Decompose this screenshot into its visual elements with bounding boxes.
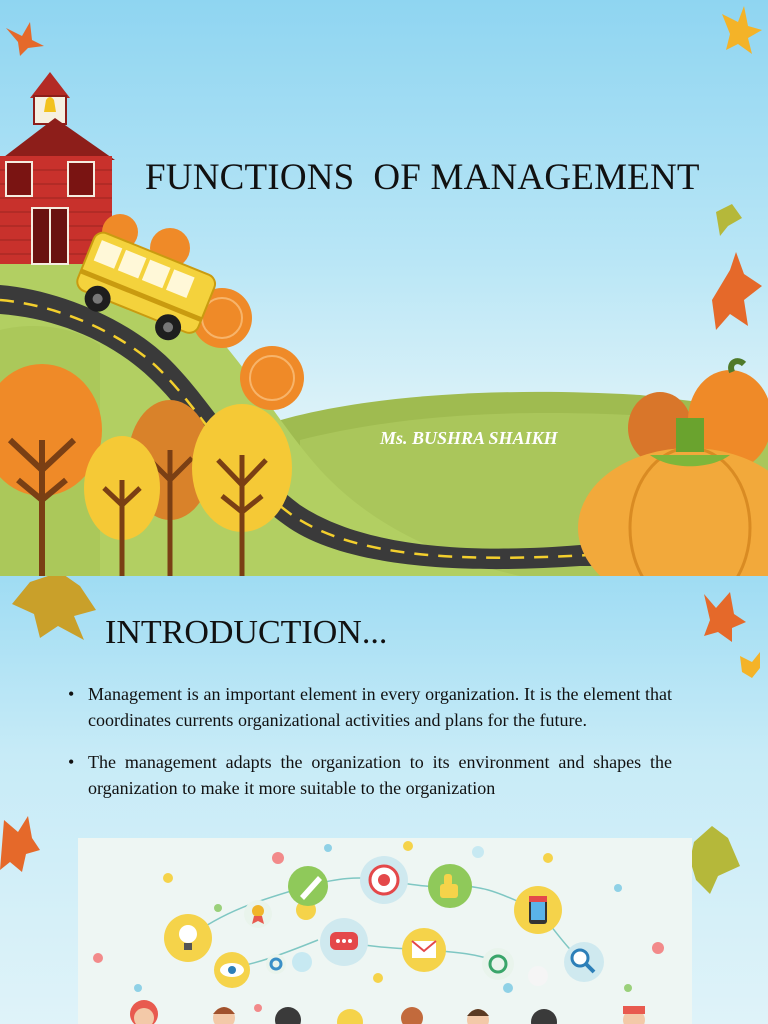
school-house (0, 72, 115, 265)
bullet-item: • Management is an important element in … (66, 681, 672, 733)
leaf-icon (704, 592, 746, 642)
bullet-symbol: • (68, 684, 75, 704)
leaf-icon (690, 826, 740, 894)
bell-icon (44, 97, 56, 112)
eye-icon (214, 952, 250, 988)
autumn-trees (0, 364, 292, 576)
road (0, 285, 600, 570)
gear-icon (266, 954, 286, 974)
bullet-text: The management adapts the organization t… (88, 752, 672, 798)
presentation-title: FUNCTIONS OF MANAGEMENT (145, 157, 700, 198)
leaf-icon (6, 22, 44, 56)
slide-title: INTRODUCTION... (105, 614, 388, 651)
introduction-slide: INTRODUCTION... • Management is an impor… (0, 576, 768, 1024)
pumpkins (578, 358, 768, 576)
school-bus (76, 231, 217, 341)
bullet-text: Management is an important element in ev… (88, 684, 672, 730)
target-icon (360, 856, 408, 904)
leaf-icon (0, 816, 40, 872)
recycle-icon (482, 948, 514, 980)
chat-icon (320, 918, 368, 966)
bullet-item: • The management adapts the organization… (66, 749, 672, 801)
pencil-icon (288, 866, 328, 906)
mobile-store-icon (514, 886, 562, 934)
bullet-symbol: • (68, 752, 75, 772)
leaf-icon (722, 6, 762, 54)
thumbs-up-icon (428, 864, 472, 908)
leaf-icon (716, 204, 742, 236)
leaf-icon (740, 652, 760, 678)
search-icon (564, 942, 604, 982)
management-network-graphic (78, 838, 692, 1024)
bullet-list: • Management is an important element in … (66, 681, 672, 817)
slide-decorations (0, 576, 760, 894)
falling-leaves (6, 6, 762, 330)
leaf-icon (12, 576, 96, 640)
email-icon (402, 928, 446, 972)
autumn-landscape-illustration (0, 6, 768, 576)
network-illustration (93, 841, 664, 1024)
leaf-icon (712, 252, 762, 330)
title-slide: FUNCTIONS OF MANAGEMENT Ms. BUSHRA SHAIK… (0, 0, 768, 576)
award-icon (244, 900, 272, 928)
lightbulb-icon (164, 914, 212, 962)
presenter-name: Ms. BUSHRA SHAIKH (380, 428, 558, 448)
people-group (130, 1000, 645, 1024)
